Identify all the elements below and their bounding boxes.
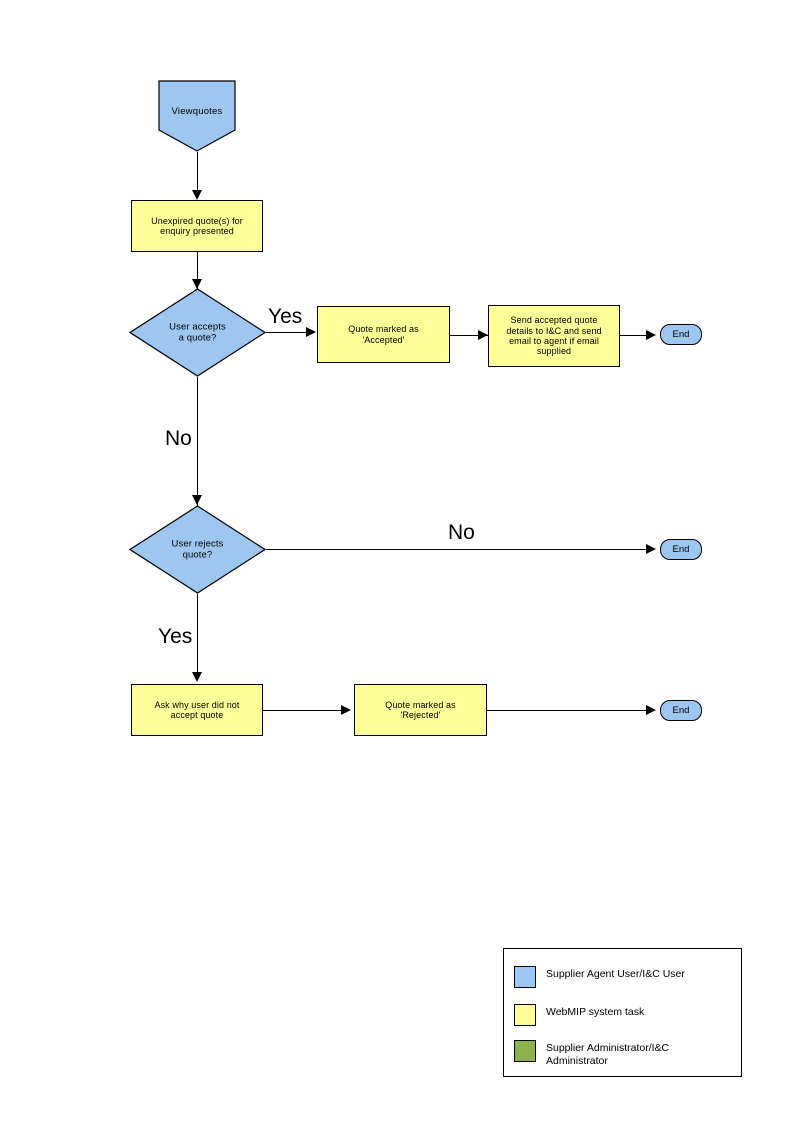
diamond-shape xyxy=(128,288,267,377)
node-ask-why-not-accepted[interactable]: Ask why user did not accept quote xyxy=(131,684,263,736)
node-end-2-label: End xyxy=(672,544,690,555)
edge-label-reject-no: No xyxy=(448,521,475,544)
node-send-details-line3: email to agent if email xyxy=(509,336,599,346)
connector-unexpired-to-decision-accept xyxy=(197,252,198,290)
node-start-label: Viewquotes xyxy=(171,106,223,117)
node-quote-marked-rejected[interactable]: Quote marked as 'Rejected' xyxy=(354,684,487,736)
arrowhead-send-details-to-end1 xyxy=(646,330,656,340)
node-end-3[interactable]: End xyxy=(660,700,702,721)
edge-label-reject-yes: Yes xyxy=(158,625,193,648)
arrowhead-accepted-to-send-details xyxy=(478,330,488,340)
node-quote-accepted-line1: Quote marked as xyxy=(348,324,419,335)
connector-accept-no xyxy=(197,377,198,507)
node-decision-reject-line2: quote? xyxy=(182,549,213,561)
node-ask-why-line2: accept quote xyxy=(170,710,224,720)
node-unexpired-quotes[interactable]: Unexpired quote(s) for enquiry presented xyxy=(131,200,263,252)
node-end-2[interactable]: End xyxy=(660,539,702,560)
legend-swatch-green xyxy=(514,1040,536,1062)
connector-send-details-to-end1 xyxy=(620,335,652,336)
node-end-1[interactable]: End xyxy=(660,324,702,345)
edge-label-accept-no: No xyxy=(165,427,192,450)
arrowhead-ask-why-to-rejected xyxy=(341,705,351,715)
legend-swatch-yellow xyxy=(514,1004,536,1026)
legend-item-supplier-admin: Supplier Administrator/I&C Administrator xyxy=(514,1040,669,1068)
pentagon-shape xyxy=(158,80,236,152)
connector-ask-why-to-rejected xyxy=(263,710,344,711)
node-unexpired-line1: Unexpired quote(s) for xyxy=(151,215,243,226)
node-send-details-line4: supplied xyxy=(536,346,572,357)
node-decision-accept-label: User accepts a quote? xyxy=(129,321,266,344)
connector-reject-no xyxy=(266,549,652,550)
connector-accept-yes xyxy=(266,332,312,333)
node-decision-reject-label: User rejects quote? xyxy=(129,538,266,561)
node-send-details-line1: Send accepted quote xyxy=(510,315,598,326)
legend-item-webmip-task: WebMIP system task xyxy=(514,1004,644,1026)
legend-panel: Supplier Agent User/I&C User WebMIP syst… xyxy=(503,948,742,1077)
node-send-details-line2: details to I&C and send xyxy=(506,325,602,336)
node-ask-why-line1: Ask why user did not xyxy=(154,699,240,710)
arrowhead-reject-no xyxy=(646,544,656,554)
diamond-shape xyxy=(128,505,267,594)
arrowhead-rejected-to-end3 xyxy=(646,705,656,715)
node-end-1-label: End xyxy=(672,329,690,340)
node-end-3-label: End xyxy=(672,705,690,716)
arrowhead-start-to-unexpired xyxy=(192,190,202,200)
node-decision-user-rejects[interactable]: User rejects quote? xyxy=(128,505,267,594)
legend-label-supplier-admin: Supplier Administrator/I&C Administrator xyxy=(546,1042,670,1068)
node-decision-reject-line1: User rejects xyxy=(171,538,224,550)
arrowhead-reject-yes xyxy=(192,672,202,682)
node-quote-rejected-line1: Quote marked as xyxy=(385,699,456,710)
connector-accepted-to-send-details xyxy=(450,335,488,336)
node-decision-accept-line2: a quote? xyxy=(178,332,217,344)
connector-start-to-unexpired xyxy=(197,152,198,192)
connector-reject-yes xyxy=(197,594,198,676)
node-decision-accept-line1: User accepts xyxy=(169,321,226,333)
arrowhead-accept-yes xyxy=(306,327,316,337)
arrowhead-unexpired-to-decision-accept xyxy=(192,279,202,289)
legend-swatch-blue xyxy=(514,966,536,988)
connector-rejected-to-end3 xyxy=(487,710,652,711)
legend-item-supplier-agent: Supplier Agent User/I&C User xyxy=(514,966,685,988)
node-quote-marked-accepted[interactable]: Quote marked as 'Accepted' xyxy=(317,306,450,363)
node-send-accepted-details[interactable]: Send accepted quote details to I&C and s… xyxy=(488,305,620,367)
legend-label-webmip-task: WebMIP system task xyxy=(546,1006,645,1018)
node-start-viewquotes[interactable]: Viewquotes xyxy=(158,80,236,152)
legend-label-supplier-agent: Supplier Agent User/I&C User xyxy=(546,968,685,980)
node-unexpired-line2: enquiry presented xyxy=(160,226,234,236)
node-quote-accepted-line2: 'Accepted' xyxy=(362,334,405,345)
node-decision-user-accepts[interactable]: User accepts a quote? xyxy=(128,288,267,377)
arrowhead-accept-no xyxy=(192,495,202,505)
node-quote-rejected-line2: 'Rejected' xyxy=(400,710,441,720)
edge-label-accept-yes: Yes xyxy=(268,305,303,328)
